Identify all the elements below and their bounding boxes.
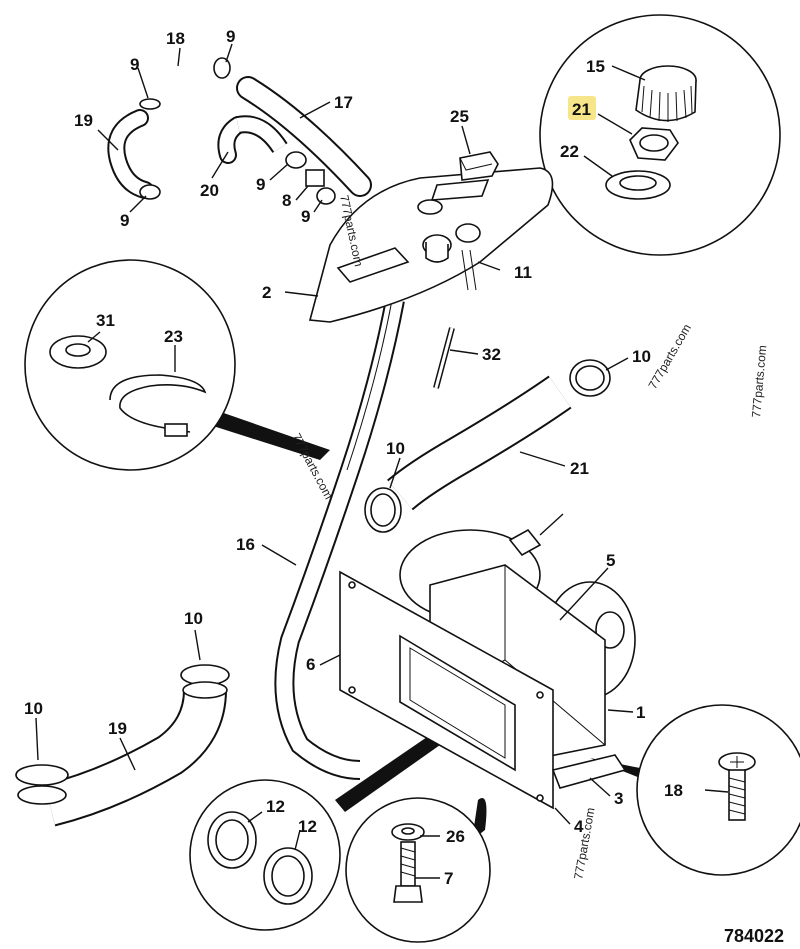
callout-10-b: 10 [386,439,405,458]
callout-16: 18 [664,781,683,800]
callout-9-b: 9 [130,55,139,74]
probe-31-part [433,327,455,389]
watermark-3: 777parts.com [645,322,693,392]
callout-9-c: 9 [120,211,129,230]
callout-9-a: 9 [226,27,235,46]
callout-4: 4 [574,817,584,836]
grommet-part [49,335,107,369]
detail-circle-tie [24,259,330,471]
pipe-14-part [274,298,405,780]
callout-25: 26 [446,827,465,846]
callout-21-highlight [568,96,596,120]
callout-18-a: 19 [74,111,93,130]
detail-circle-knob [510,14,781,256]
callout-12-b: 12 [298,817,317,836]
callout-9-e: 9 [301,207,310,226]
hose-19-part [15,664,230,827]
hose-assembly-top-left [107,57,336,205]
watermark-4: 777parts.com [749,345,769,419]
leader-lines [35,43,634,825]
callout-6: 6 [306,655,315,674]
callout-17: 18 [166,29,185,48]
callout-20: 21 [570,459,589,478]
nut-part [629,127,679,161]
callout-14: 16 [236,535,255,554]
heater-unit-part [339,528,636,810]
hose-15-part [236,76,372,197]
callout-2: 2 [262,283,271,302]
callout-22: 22 [560,142,579,161]
detail-circle-bolt [345,797,491,943]
callout-9-d: 9 [256,175,265,194]
callout-13: 15 [586,57,605,76]
callout-26: 31 [96,311,115,330]
callout-10-c: 10 [184,609,203,628]
callout-24: 25 [450,107,469,126]
callout-12-a: 12 [266,797,285,816]
hose-20-part [364,359,611,533]
callout-15: 17 [334,93,353,112]
callout-labels: 15 21 22 18 9 9 19 9 17 20 9 8 9 25 11 2… [24,27,683,888]
knob-part [635,65,697,122]
callout-7: 7 [444,869,453,888]
drawing-number: 784022 [724,926,784,946]
callout-5: 5 [606,551,615,570]
callout-23: 23 [164,327,183,346]
plug-part-1 [207,811,257,869]
callout-31: 32 [482,345,501,364]
washer-part [605,170,671,200]
callout-1: 1 [636,703,645,722]
watermark-2: 777parts.com [289,431,335,502]
screw-part [718,752,756,821]
callout-19: 19 [108,719,127,738]
callout-10-d: 10 [24,699,43,718]
callout-8: 8 [282,191,291,210]
detail-circle-plugs [189,735,440,931]
control-panel-part [308,151,554,323]
callout-21: 21 [572,100,591,119]
cable-tie-part [109,374,207,437]
callout-18-b: 20 [200,181,219,200]
callout-3: 3 [614,789,623,808]
callout-11: 11 [514,263,532,282]
plug-part-2 [263,847,313,905]
callout-10-a: 10 [632,347,651,366]
